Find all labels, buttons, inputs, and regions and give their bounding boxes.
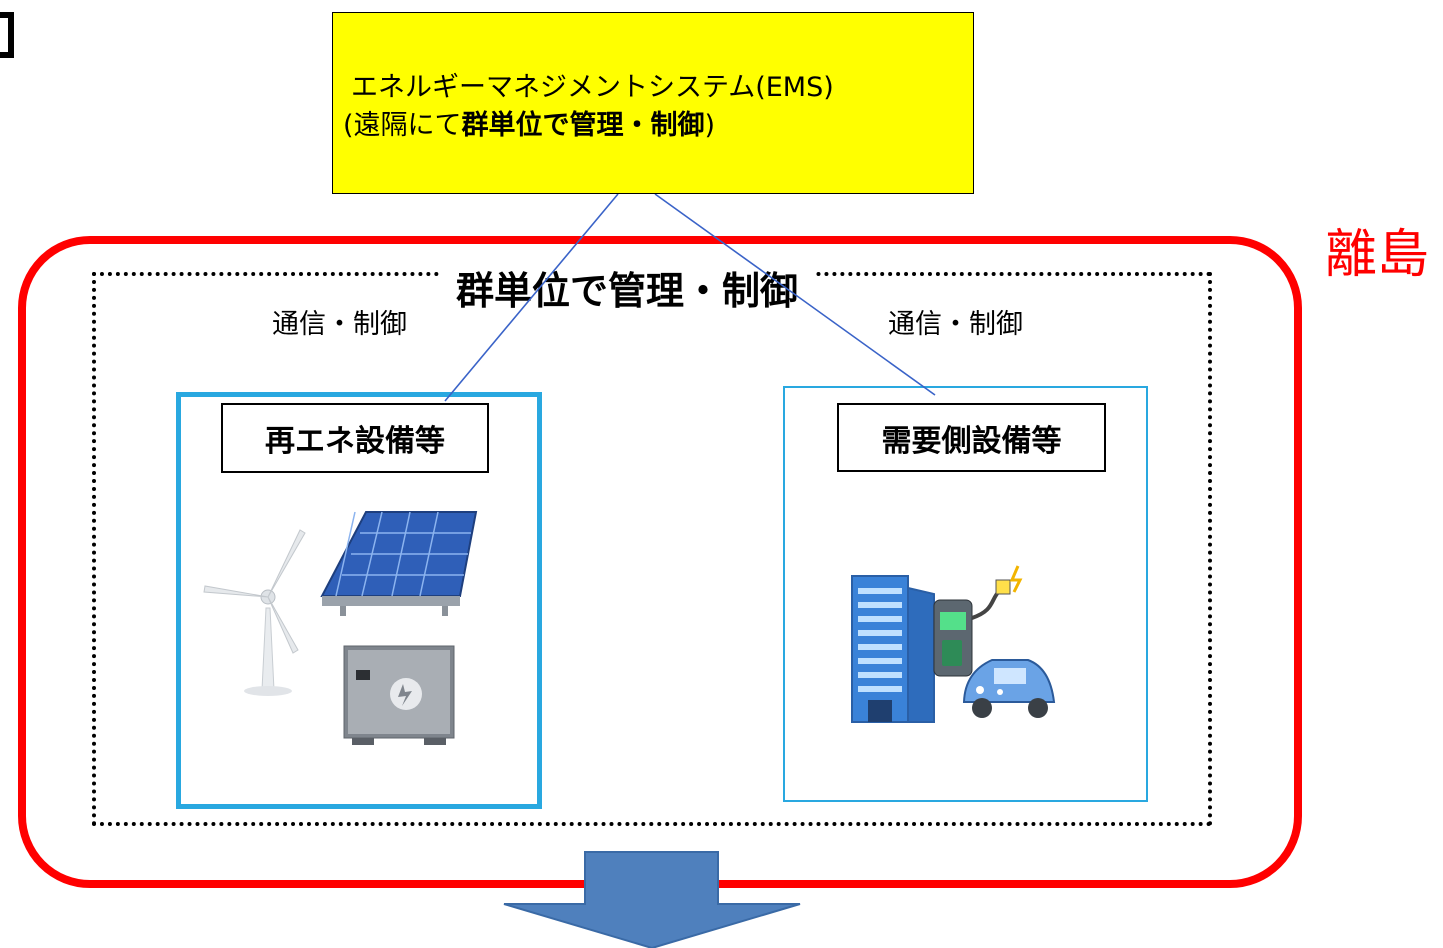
- island-label: 離島: [1325, 225, 1430, 285]
- connector-left: [444, 193, 619, 402]
- renewables-label: 再エネ設備等: [221, 403, 489, 473]
- comm-label-right: 通信・制御: [888, 309, 1023, 340]
- wind-turbine-icon: [203, 529, 306, 696]
- office-building-icon: [851, 575, 935, 723]
- ems-box: エネルギーマネジメントシステム(EMS) (遠隔にて群単位で管理・制御): [332, 12, 974, 194]
- down-arrow-icon: [503, 851, 801, 948]
- demand-label: 需要側設備等: [837, 403, 1106, 472]
- electric-car-icon: [962, 659, 1056, 718]
- solar-panel-icon: [320, 511, 478, 616]
- group-title: 群単位で管理・制御: [440, 260, 815, 315]
- ev-charger-icon: [933, 565, 1023, 677]
- connector-right: [654, 193, 936, 396]
- ems-subtitle: (遠隔にて群単位で管理・制御): [343, 110, 716, 141]
- battery-storage-icon: [343, 645, 455, 745]
- comm-label-left: 通信・制御: [272, 309, 407, 340]
- corner-bracket-icon: [0, 12, 14, 58]
- ems-title: エネルギーマネジメントシステム(EMS): [351, 72, 834, 103]
